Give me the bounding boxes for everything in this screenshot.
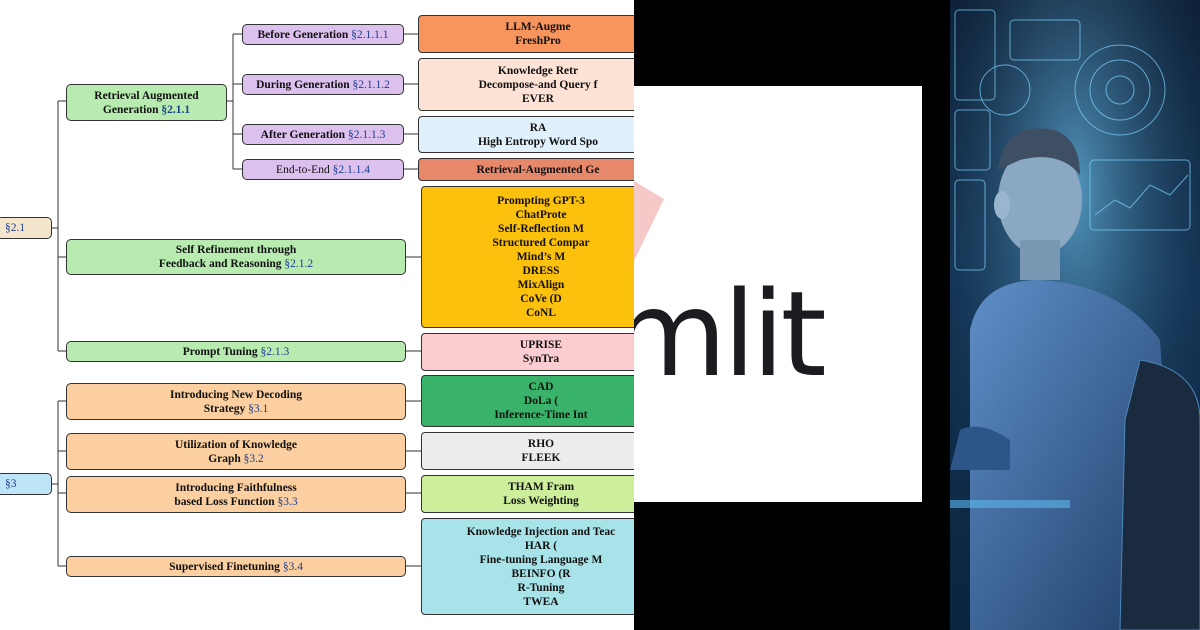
node-prompt-tuning: Prompt Tuning §2.1.3 [66, 341, 406, 362]
leaf-new-decoding: CAD DoLa ( Inference-Time Int [421, 375, 634, 427]
node-ref: §3.1 [248, 402, 269, 415]
leaf-self-refinement: Prompting GPT-3 ChatProte Self-Reflectio… [421, 186, 634, 328]
node-line: based Loss Function [174, 495, 275, 508]
root-ref: §3 [5, 478, 17, 490]
leaf-line: CoVe (D [520, 293, 562, 305]
illustration-person-at-screens [950, 0, 1200, 630]
node-label: End-to-End [276, 163, 330, 176]
node-line: Utilization of Knowledge [174, 438, 298, 451]
leaf-line: SynTra [522, 353, 560, 365]
leaf-line: RHO [527, 438, 555, 450]
leaf-line: Knowledge Retr [497, 64, 579, 77]
node-line: Introducing Faithfulness [175, 481, 297, 494]
leaf-supervised-finetuning: Knowledge Injection and Teac HAR ( Fine-… [421, 518, 634, 615]
node-before-generation: Before Generation §2.1.1.1 [242, 24, 404, 45]
leaf-line: Fine-tuning Language M [479, 553, 603, 566]
leaf-line: LLM-Augme [505, 21, 571, 33]
leaf-line: Mind’s M [516, 251, 566, 263]
node-ref: §2.1.1 [161, 103, 191, 116]
node-line: Strategy [203, 402, 246, 415]
node-during-generation: During Generation §2.1.1.2 [242, 74, 404, 95]
node-label: After Generation [260, 128, 346, 141]
leaf-line: CAD [528, 381, 554, 393]
node-line: Self Refinement through [175, 244, 297, 256]
illustration-image [950, 0, 1200, 630]
node-self-refinement: Self Refinement through Feedback and Rea… [66, 239, 406, 275]
leaf-during-generation: Knowledge Retr Decompose-and Query f EVE… [418, 58, 634, 111]
leaf-line: HAR ( [524, 539, 558, 552]
logo-accent-icon [634, 181, 664, 261]
leaf-line: Retrieval-Augmented Ge [476, 163, 600, 176]
leaf-after-generation: RA High Entropy Word Spo [418, 116, 634, 153]
leaf-line: TWEA [523, 595, 559, 608]
logo-card: mlit [634, 86, 922, 502]
leaf-before-generation: LLM-Augme FreshPro [418, 15, 634, 53]
leaf-line: FreshPro [515, 35, 561, 47]
taxonomy-diagram: §2.1 §3 Retrieval Augmented Generation §… [0, 15, 634, 615]
leaf-line: FLEEK [521, 452, 561, 464]
leaf-line: ChatProte [515, 209, 567, 221]
leaf-line: DoLa ( [523, 395, 559, 407]
leaf-line: R-Tuning [517, 581, 565, 594]
leaf-faithfulness-loss: THAM Fram Loss Weighting [421, 475, 634, 513]
tree-connectors [52, 33, 421, 567]
node-ref: §3.3 [277, 495, 298, 508]
leaf-line: DRESS [522, 265, 560, 277]
root-node-2-1: §2.1 [0, 217, 52, 239]
node-ref: §2.1.1.2 [352, 78, 390, 91]
node-line: Feedback and Reasoning [158, 258, 282, 270]
leaf-line: Loss Weighting [503, 495, 579, 507]
leaf-line: Knowledge Injection and Teac [466, 525, 616, 538]
node-ref: §3.2 [243, 452, 264, 465]
node-retrieval-augmented-generation: Retrieval Augmented Generation §2.1.1 [66, 84, 227, 121]
node-ref: §3.4 [282, 560, 303, 573]
node-label: Prompt Tuning [182, 345, 258, 358]
leaf-end-to-end: Retrieval-Augmented Ge [418, 158, 634, 181]
node-line: Introducing New Decoding [169, 388, 303, 401]
node-ref: §2.1.3 [260, 345, 290, 358]
leaf-prompt-tuning: UPRISE SynTra [421, 333, 634, 371]
leaf-line: Self-Reflection M [498, 223, 584, 235]
leaf-line: UPRISE [519, 339, 563, 351]
leaf-knowledge-graph: RHO FLEEK [421, 432, 634, 470]
leaf-line: Inference-Time Int [494, 409, 588, 421]
leaf-line: BEINFO (R [511, 567, 571, 580]
node-faithfulness-loss: Introducing Faithfulness based Loss Func… [66, 476, 406, 513]
node-ref: §2.1.1.4 [332, 163, 370, 176]
logo-wordmark: mlit [634, 265, 827, 403]
node-knowledge-graph: Utilization of Knowledge Graph §3.2 [66, 433, 406, 470]
leaf-line: Prompting GPT-3 [497, 195, 585, 207]
node-label: During Generation [256, 78, 350, 91]
root-node-3: §3 [0, 473, 52, 495]
leaf-line: High Entropy Word Spo [477, 135, 599, 148]
leaf-line: Structured Compar [492, 237, 590, 249]
leaf-line: CoNL [525, 307, 557, 319]
node-after-generation: After Generation §2.1.1.3 [242, 124, 404, 145]
node-supervised-finetuning: Supervised Finetuning §3.4 [66, 556, 406, 577]
node-label: Supervised Finetuning [169, 560, 280, 573]
node-ref: §2.1.1.3 [347, 128, 386, 141]
node-ref: §2.1.2 [284, 258, 314, 270]
leaf-line: MixAlign [517, 279, 565, 291]
leaf-line: Decompose-and Query f [478, 78, 598, 91]
node-ref: §2.1.1.1 [351, 28, 389, 41]
node-line: Generation [102, 103, 159, 116]
leaf-line: EVER [522, 92, 554, 105]
node-line: Retrieval Augmented [94, 89, 199, 102]
root-ref: §2.1 [5, 222, 26, 234]
node-end-to-end: End-to-End §2.1.1.4 [242, 159, 404, 180]
leaf-line: RA [529, 121, 547, 134]
leaf-line: THAM Fram [507, 481, 575, 493]
node-line: Graph [208, 452, 241, 465]
node-label: Before Generation [257, 28, 349, 41]
logo-panel: mlit [634, 0, 950, 630]
node-new-decoding: Introducing New Decoding Strategy §3.1 [66, 383, 406, 420]
